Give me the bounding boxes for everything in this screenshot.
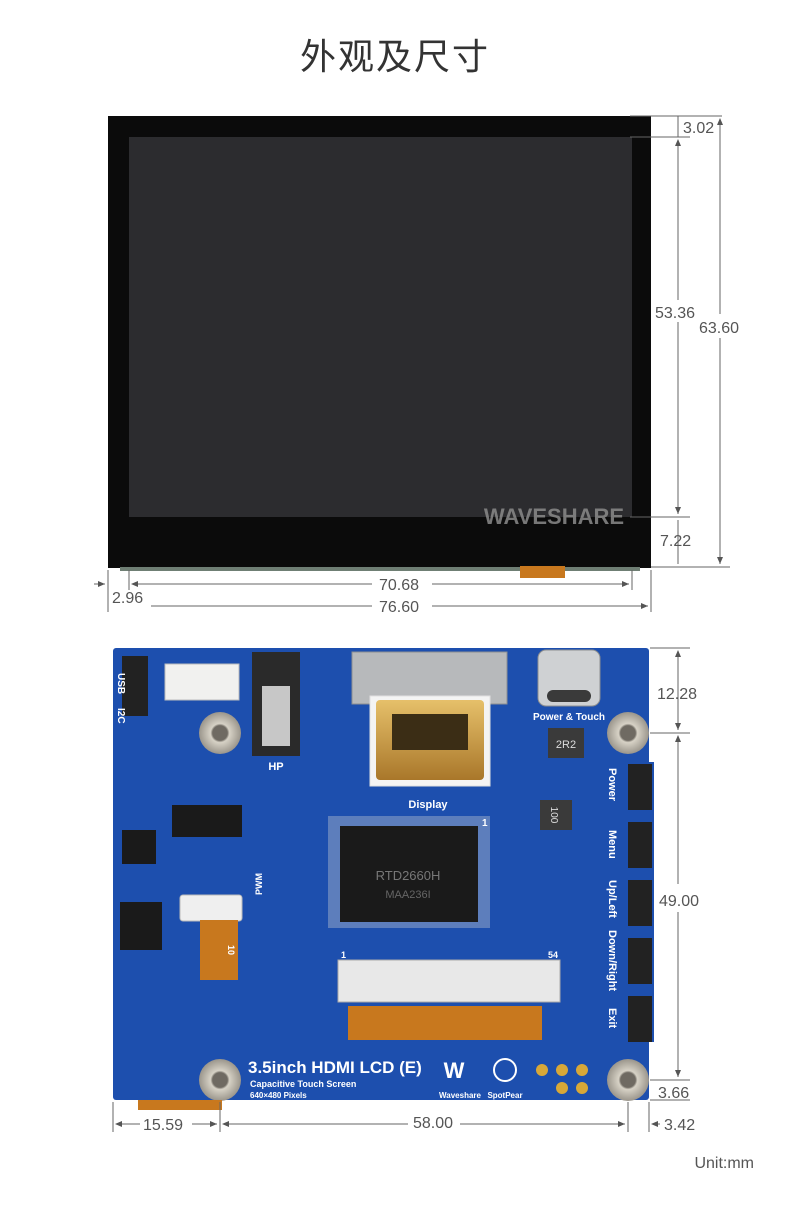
dim-active-height: 53.36 (655, 305, 695, 322)
svg-text:2R2: 2R2 (556, 739, 576, 751)
button-power[interactable] (628, 764, 652, 810)
label-exit: Exit (606, 1008, 618, 1029)
brand-waveshare: Waveshare (439, 1091, 482, 1100)
fpc-ribbon (348, 1006, 542, 1040)
dim-top-bezel: 3.02 (683, 120, 714, 137)
dim-total-width: 76.60 (379, 599, 419, 616)
brand-spotpear: SpotPear (487, 1091, 522, 1100)
back-dimensions: 12.28 49.00 3.66 15.59 58.00 3.42 (112, 647, 699, 1134)
usb-switch (122, 656, 148, 716)
label-down-right: Down/Right (606, 930, 618, 991)
pin10-label: 10 (226, 945, 236, 955)
main-chip (340, 826, 478, 922)
lcd-active-area (129, 137, 632, 517)
mount-hole-top-left (199, 712, 241, 754)
hp-label: HP (268, 761, 283, 773)
pin1-label: 1 (341, 950, 346, 960)
fpc-cable (200, 920, 238, 980)
back-view: Power & Touch USB I2C HP Display 2R2 100… (113, 648, 654, 1110)
side-buttons (628, 764, 652, 1042)
label-menu: Menu (606, 830, 618, 859)
mount-hole-top-right (607, 712, 649, 754)
white-connector (164, 663, 240, 701)
waveshare-logo-icon: W (444, 1058, 465, 1083)
label-up-left: Up/Left (606, 880, 618, 918)
front-view: WAVESHARE 3.02 53.36 7.22 63.60 70.68 2.… (94, 115, 739, 616)
usb-label: USB (115, 673, 126, 694)
dim-total-height: 63.60 (699, 320, 739, 337)
inductor (548, 728, 584, 758)
chip-label: RTD2660H (376, 868, 441, 883)
pogo-pins (536, 1064, 588, 1094)
fpc-tab (520, 566, 565, 578)
pwm-label: PWM (254, 873, 264, 895)
dim-active-width: 70.68 (379, 577, 419, 594)
chip-sub-label: MAA236I (385, 889, 430, 901)
metal-shield (351, 651, 508, 705)
dim-hole-spacing-v: 49.00 (659, 893, 699, 910)
button-exit[interactable] (628, 996, 652, 1042)
fpc-connector-large (337, 959, 561, 1003)
dim-hole-spacing-h: 58.00 (413, 1115, 453, 1132)
button-down-right[interactable] (628, 938, 652, 984)
label-power: Power (606, 768, 618, 802)
watermark: WAVESHARE (484, 504, 624, 529)
product-name: 3.5inch HDMI LCD (E) (248, 1058, 422, 1077)
product-resolution: 640×480 Pixels (250, 1091, 307, 1100)
dim-bottom-hole: 3.66 (658, 1085, 689, 1102)
i2c-label: I2C (115, 708, 126, 724)
ic-left-1 (172, 805, 242, 837)
unit-label: Unit:mm (694, 1155, 754, 1172)
display-label: Display (408, 799, 448, 811)
dim-right-hole: 3.42 (664, 1117, 695, 1134)
dim-left-offset: 2.96 (112, 590, 143, 607)
mount-hole-bottom-left (199, 1059, 241, 1101)
dim-bottom-bezel: 7.22 (660, 533, 691, 550)
product-subtitle: Capacitive Touch Screen (250, 1079, 356, 1089)
spotpear-logo-icon (493, 1058, 517, 1082)
power-touch-label: Power & Touch (533, 712, 605, 723)
mount-hole-bottom-right (607, 1059, 649, 1101)
dim-top-hole: 12.28 (657, 686, 697, 703)
inductor-2: 100 (548, 807, 559, 824)
chip-pin1-label: 1 (482, 818, 488, 829)
button-up-left[interactable] (628, 880, 652, 926)
pin54-label: 54 (548, 950, 558, 960)
button-menu[interactable] (628, 822, 652, 868)
dim-left-hole: 15.59 (143, 1117, 183, 1134)
page-title: 外观及尺寸 (299, 37, 490, 78)
fpc-connector-small (179, 894, 243, 922)
